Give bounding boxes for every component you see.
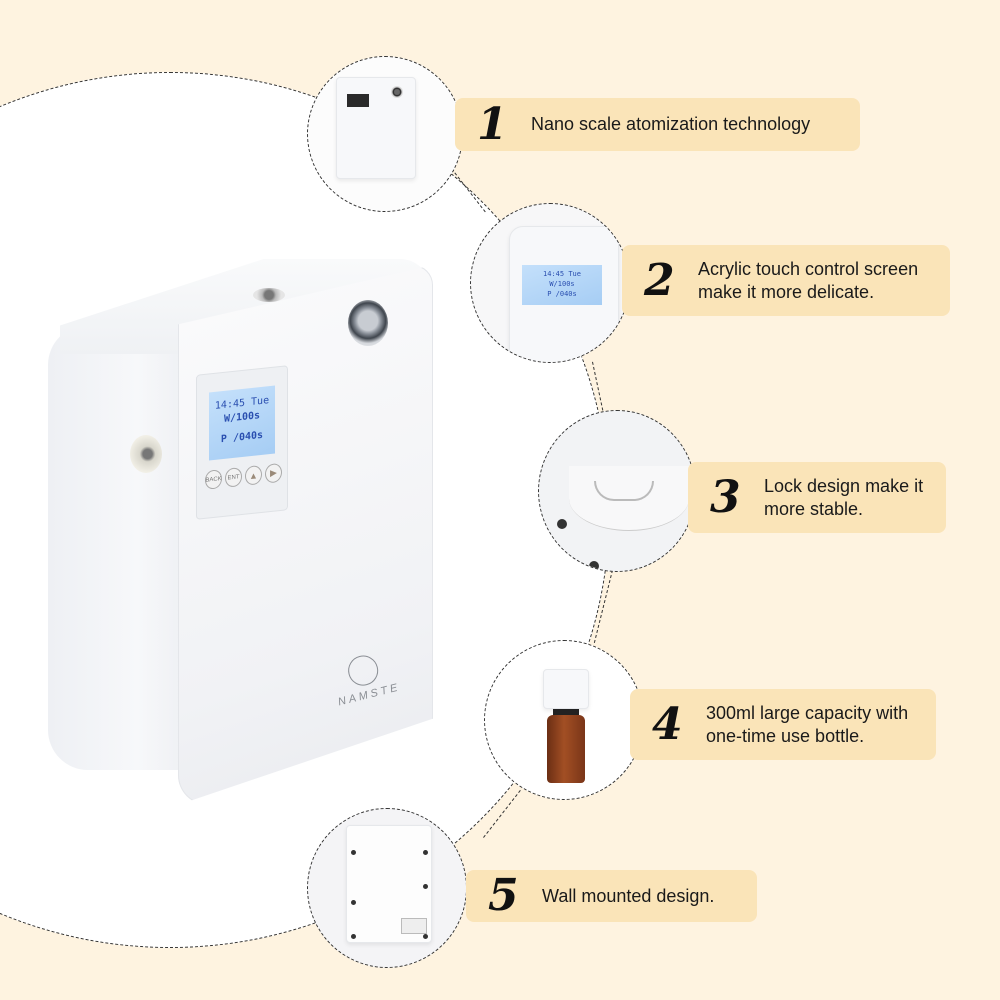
feature-5-number: 5 <box>488 870 519 921</box>
panel-buttons: BACK ENT ▲ ▶ <box>205 462 282 490</box>
back-button[interactable]: BACK <box>205 469 222 490</box>
feature-5-text: Wall mounted design. <box>542 885 715 906</box>
device-front-panel <box>178 265 433 805</box>
feature-4-number: 4 <box>652 698 683 750</box>
mini-screen <box>347 94 369 107</box>
feature-3-number: 3 <box>710 471 741 523</box>
feature-4-image <box>484 640 644 800</box>
feature-3-label: 3 Lock design make it more stable. <box>688 462 946 533</box>
up-arrow-button[interactable]: ▲ <box>245 464 262 486</box>
side-port <box>130 435 162 473</box>
main-product-image: 14:45 Tue W/100s P /040s BACK ENT ▲ ▶ NA… <box>48 255 433 805</box>
screw-hole <box>351 934 356 939</box>
mini-nozzle <box>391 86 403 98</box>
mini-front-device <box>336 77 416 179</box>
feature-2-text: Acrylic touch control screen make it mor… <box>698 258 919 302</box>
feature-1-number: 1 <box>477 98 508 150</box>
feature-2-image: 14:45 Tue W/100s P /040s <box>470 203 630 363</box>
control-panel: 14:45 Tue W/100s P /040s BACK ENT ▲ ▶ <box>196 365 288 520</box>
mist-nozzle <box>348 300 388 346</box>
mini-atomizer-head <box>543 669 589 709</box>
screw-hole <box>351 850 356 855</box>
feature-2-label: 2 Acrylic touch control screen make it m… <box>622 245 950 316</box>
feature-1-label: 1 Nano scale atomization technology <box>455 98 860 151</box>
brand-mark-icon <box>344 652 382 689</box>
lcd-screen: 14:45 Tue W/100s P /040s <box>209 385 275 461</box>
next-arrow-button[interactable]: ▶ <box>265 462 282 484</box>
device-side-panel <box>48 325 198 770</box>
feature-1-text: Nano scale atomization technology <box>531 114 811 134</box>
air-valve <box>253 288 285 302</box>
feature-3-image <box>538 410 696 572</box>
screw-hole <box>423 850 428 855</box>
screw-hole <box>423 934 428 939</box>
feature-4-label: 4 300ml large capacity with one-time use… <box>630 689 936 760</box>
amber-bottle <box>547 715 585 783</box>
screw-hole <box>351 900 356 905</box>
mini-lcd: 14:45 Tue W/100s P /040s <box>522 265 602 305</box>
enter-button[interactable]: ENT <box>225 467 242 488</box>
spec-label <box>401 918 427 934</box>
mini-panel: 14:45 Tue W/100s P /040s <box>509 226 619 362</box>
lcd-pause-time: P /040s <box>220 429 264 446</box>
feature-5-image <box>307 808 467 968</box>
screw-hole <box>423 884 428 889</box>
feature-4-text: 300ml large capacity with one-time use b… <box>706 702 909 746</box>
bottle-cap <box>553 709 579 715</box>
screw-hole <box>589 561 599 571</box>
mini-back-device <box>346 825 432 943</box>
screw-hole <box>557 519 567 529</box>
feature-2-number: 2 <box>644 254 675 306</box>
feature-3-text: Lock design make it more stable. <box>764 475 924 519</box>
feature-1-image <box>307 56 463 212</box>
feature-5-label: 5 Wall mounted design. <box>466 870 757 922</box>
